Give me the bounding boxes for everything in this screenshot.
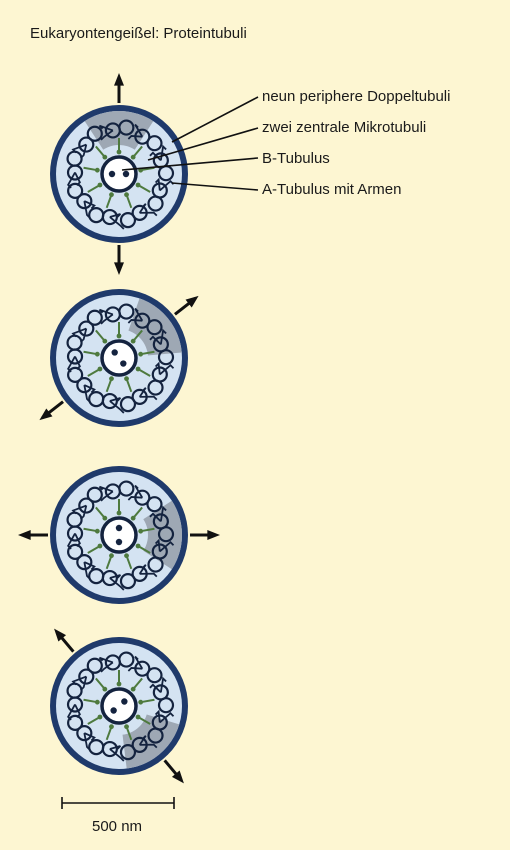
spoke-head <box>117 150 122 155</box>
central-sheath <box>102 341 136 375</box>
spoke-head <box>124 724 129 729</box>
central-sheath <box>102 689 136 723</box>
spoke-head <box>138 700 143 705</box>
spoke-head <box>124 376 129 381</box>
label-central-microtubules: zwei zentrale Mikrotubuli <box>262 119 426 136</box>
spoke-head <box>98 183 103 188</box>
spoke-head <box>109 192 114 197</box>
movement-arrowhead <box>207 530 220 540</box>
cross-section-1 <box>50 73 188 275</box>
label-a-tubule: A-Tubulus mit Armen <box>262 181 402 198</box>
central-microtubule <box>116 525 122 531</box>
spoke-head <box>117 682 122 687</box>
spoke-head <box>102 339 107 344</box>
scale-bar <box>62 797 174 809</box>
spoke-head <box>102 516 107 521</box>
cross-section-4 <box>50 629 188 784</box>
spoke-head <box>109 724 114 729</box>
spoke-head <box>95 168 100 173</box>
central-microtubule <box>111 349 117 355</box>
diagram-title: Eukaryontengeißel: Proteintubuli <box>30 25 247 42</box>
spoke-head <box>117 334 122 339</box>
spoke-head <box>109 376 114 381</box>
movement-arrowhead <box>114 73 124 86</box>
scale-bar-label: 500 nm <box>92 818 142 835</box>
spoke-head <box>136 183 141 188</box>
spoke-head <box>131 155 136 160</box>
central-sheath <box>102 157 136 191</box>
label-b-tubule: B-Tubulus <box>262 150 330 167</box>
spoke-head <box>117 511 122 516</box>
central-sheath <box>102 518 136 552</box>
spoke-head <box>136 544 141 549</box>
spoke-head <box>95 352 100 357</box>
spoke-head <box>95 700 100 705</box>
cross-section-2 <box>39 289 198 427</box>
cross-sections <box>18 73 220 783</box>
movement-arrowhead <box>18 530 31 540</box>
central-microtubule <box>109 171 115 177</box>
spoke-head <box>102 155 107 160</box>
spoke-head <box>136 715 141 720</box>
spoke-head <box>138 529 143 534</box>
spoke-head <box>109 553 114 558</box>
spoke-head <box>131 339 136 344</box>
central-microtubule <box>120 360 126 366</box>
spoke-head <box>138 352 143 357</box>
movement-arrowhead <box>114 262 124 275</box>
spoke-head <box>131 687 136 692</box>
spoke-head <box>95 529 100 534</box>
spoke-head <box>98 367 103 372</box>
central-microtubule <box>123 171 129 177</box>
spoke-head <box>98 544 103 549</box>
label-peripheral-doublets: neun periphere Doppeltubuli <box>262 88 450 105</box>
spoke-head <box>124 192 129 197</box>
central-microtubule <box>121 698 127 704</box>
spoke-head <box>102 687 107 692</box>
cross-section-3 <box>18 466 220 604</box>
spoke-head <box>124 553 129 558</box>
central-microtubule <box>116 539 122 545</box>
spoke-head <box>98 715 103 720</box>
leader-peripheral <box>172 97 258 142</box>
spoke-head <box>131 516 136 521</box>
central-microtubule <box>110 707 116 713</box>
spoke-head <box>136 367 141 372</box>
